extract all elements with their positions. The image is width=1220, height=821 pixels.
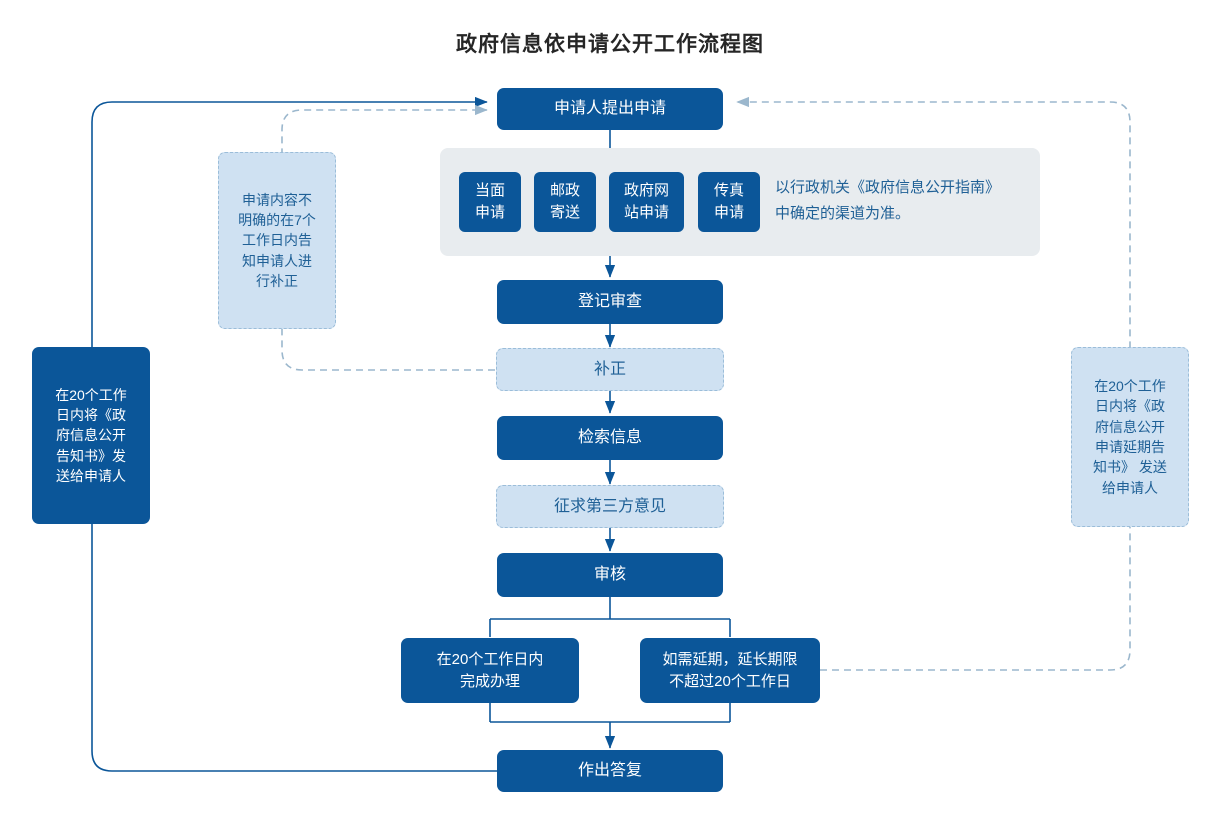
- node-third-party-opinion-label: 征求第三方意见: [553, 497, 666, 515]
- node-channel-post-label: 邮政 寄送: [549, 182, 580, 221]
- node-supplement-label: 补正: [593, 360, 626, 378]
- node-register-review[interactable]: 登记审查: [497, 280, 723, 324]
- node-channel-in-person-label: 当面 申请: [474, 182, 505, 221]
- node-review-label: 审核: [593, 566, 626, 584]
- node-register-review-label: 登记审查: [577, 293, 642, 311]
- node-branch-complete-in-20-days[interactable]: 在20个工作日内 完成办理: [401, 638, 579, 703]
- note-supplement-7-days-label: 申请内容不 明确的在7个 工作日内告 知申请人进 行补正: [238, 191, 316, 289]
- node-answer[interactable]: 作出答复: [497, 750, 723, 792]
- note-extension-notice-label: 在20个工作 日内将《政 府信息公开 申请延期告 知书》 发送 给申请人: [1093, 378, 1167, 496]
- node-channel-in-person[interactable]: 当面 申请: [459, 172, 521, 232]
- node-supplement[interactable]: 补正: [496, 348, 724, 391]
- note-disclosure-notice-label: 在20个工作 日内将《政 府信息公开 告知书》发 送给申请人: [55, 386, 127, 484]
- node-branch-complete-label: 在20个工作日内 完成办理: [436, 650, 544, 690]
- node-third-party-opinion[interactable]: 征求第三方意见: [496, 485, 724, 528]
- node-answer-label: 作出答复: [577, 762, 642, 780]
- node-channel-website[interactable]: 政府网 站申请: [609, 172, 684, 232]
- node-channel-post[interactable]: 邮政 寄送: [534, 172, 596, 232]
- node-apply[interactable]: 申请人提出申请: [497, 88, 723, 130]
- node-review[interactable]: 审核: [497, 553, 723, 597]
- dashed-connectors: [281, 96, 1131, 671]
- note-supplement-7-days[interactable]: 申请内容不 明确的在7个 工作日内告 知申请人进 行补正: [218, 152, 336, 329]
- node-channel-fax-label: 传真 申请: [713, 182, 744, 221]
- node-channel-website-label: 政府网 站申请: [623, 182, 669, 221]
- node-branch-extension[interactable]: 如需延期，延长期限 不超过20个工作日: [640, 638, 820, 703]
- node-apply-label: 申请人提出申请: [553, 100, 666, 118]
- note-extension-notice-20-days[interactable]: 在20个工作 日内将《政 府信息公开 申请延期告 知书》 发送 给申请人: [1071, 347, 1189, 527]
- node-branch-extension-label: 如需延期，延长期限 不超过20个工作日: [662, 650, 798, 690]
- node-search-info[interactable]: 检索信息: [497, 416, 723, 460]
- node-search-info-label: 检索信息: [577, 429, 642, 447]
- channel-note-text: 以行政机关《政府信息公开指南》 中确定的渠道为准。: [775, 179, 1001, 222]
- page-title: 政府信息依申请公开工作流程图: [456, 33, 764, 56]
- node-channel-fax[interactable]: 传真 申请: [698, 172, 760, 232]
- note-disclosure-notice-20-days[interactable]: 在20个工作 日内将《政 府信息公开 告知书》发 送给申请人: [32, 347, 150, 524]
